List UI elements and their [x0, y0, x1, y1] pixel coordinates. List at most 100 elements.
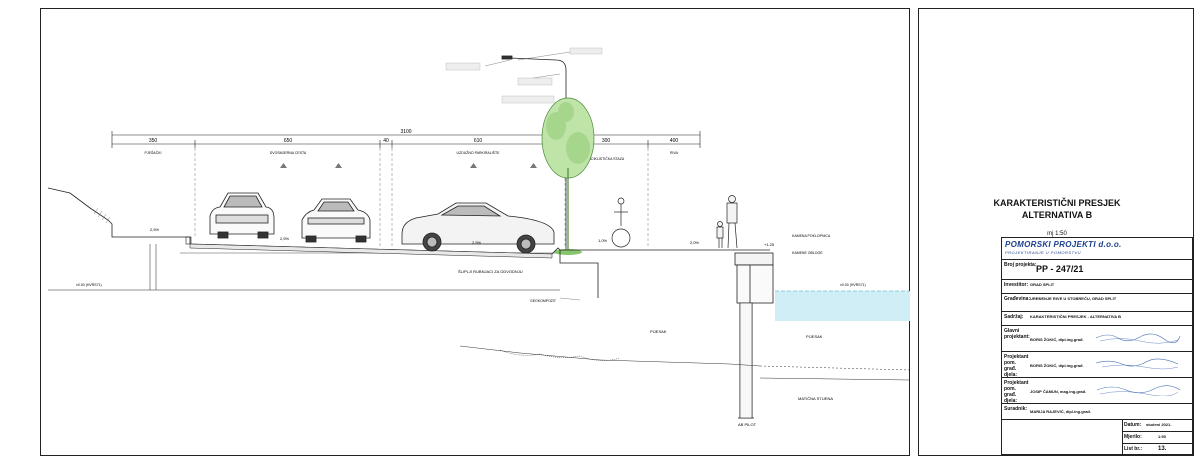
label-ab-pilot: AB PILOT [738, 422, 757, 427]
traffic-sign-icon-4 [530, 163, 537, 168]
car-3 [401, 202, 555, 254]
date-label: Datum: [1124, 422, 1142, 428]
project-number: PP - 247/21 [1036, 264, 1084, 274]
building-label: Građevina: [1004, 296, 1031, 302]
associate-label: Suradnik: [1004, 406, 1028, 412]
label-kota-3: +1.25 [764, 242, 775, 247]
main-designer-value: BORIS ŽOKIĆ, dipl.ing.građ. [1030, 337, 1084, 342]
tree-icon [541, 97, 595, 255]
label-pijesak: PIJESAK [650, 329, 667, 334]
lamp-callout-block-1 [445, 62, 481, 71]
sheet-number-value: 13. [1158, 446, 1167, 452]
signature-stamp-2 [1095, 358, 1179, 370]
lamp-callout-block-2 [517, 77, 553, 86]
dim-2: 650 [284, 138, 293, 144]
sheet-title-line-1: KARAKTERISTIČNI PRESJEK [993, 198, 1121, 208]
tb-divider [1122, 420, 1123, 456]
designer1-label: Projektant pom. građ. djela: [1004, 354, 1029, 378]
dim-total: 3100 [400, 129, 411, 135]
drawing-frame [40, 8, 910, 456]
dim-3: 40 [383, 138, 389, 144]
dim-5: 300 [602, 138, 611, 144]
pile [739, 302, 753, 419]
label-slope-5: 2,0% [690, 240, 700, 245]
zone-label-6: RIVA [670, 151, 679, 155]
zone-label-3: UZDUŽNO PARKIRALIŠTE [457, 150, 501, 155]
dim-4: 610 [474, 138, 483, 144]
pedestrian-icon [716, 195, 738, 249]
title-sheet-frame: KARAKTERISTIČNI PRESJEK ALTERNATIVA B mj… [918, 8, 1194, 456]
traffic-sign-icon-2 [335, 163, 342, 168]
road-layers [189, 243, 553, 259]
sheet-scale: mj 1:50 [1047, 231, 1067, 237]
main-designer-label: Glavni projektant: [1004, 328, 1030, 340]
tb-designer2-row: Projektant pom. građ. djela: JOSIP ČAMUN… [1002, 378, 1192, 404]
lamp-callout-block-3 [501, 95, 555, 104]
lamp-callout-block-4 [569, 47, 603, 55]
sheet-number-label: List br.: [1124, 446, 1143, 452]
building-value: UREĐENJE RIVE U STOBREČU, GRAD SPLIT [1030, 296, 1117, 301]
sea-water [775, 291, 910, 321]
designer1-value: BORIS ŽOKIĆ, dipl.ing.građ. [1030, 363, 1084, 368]
label-rubnjaci: ŠLIPLJI RUBNJACI ZA ODVODNJU [458, 269, 523, 274]
zone-label-2: DVOSMJERNA CESTA [270, 151, 307, 155]
tb-investor-row: Investitor: GRAD SPLIT [1002, 280, 1192, 294]
scale-label: Mjerilo: [1124, 434, 1142, 440]
label-geokompozit: GEOKOMPOZIT [530, 299, 557, 303]
curb [185, 236, 192, 245]
traffic-sign-icon-3 [470, 163, 477, 168]
tb-designer1-row: Projektant pom. građ. djela: BORIS ŽOKIĆ… [1002, 352, 1192, 378]
geokompozit-leader [559, 297, 581, 301]
car-1 [209, 192, 275, 239]
tb-date-row: Datum: studeni 2021. [1122, 420, 1194, 432]
designer2-value: JOSIP ČAMUN, mag.ing.građ. [1030, 389, 1087, 394]
tb-content-row: Sadržaj: KARAKTERISTIČNI PRESJEK - ALTER… [1002, 312, 1192, 326]
tb-building-row: Građevina: UREĐENJE RIVE U STOBREČU, GRA… [1002, 294, 1192, 312]
content-label: Sadržaj: [1004, 314, 1024, 320]
traffic-sign-icon [280, 163, 287, 168]
dimension-lines [111, 131, 701, 148]
car-2 [301, 198, 371, 243]
title-block: POMORSKI PROJEKTI d.o.o. PROJEKTIRANJE U… [1001, 237, 1194, 456]
sheet-title: KARAKTERISTIČNI PRESJEK ALTERNATIVA B [919, 197, 1195, 221]
associate-value: MARIJA RAJEVIĆ, dipl.ing.građ. [1030, 409, 1091, 414]
investor-label: Investitor: [1004, 282, 1029, 288]
signature-stamp-3 [1096, 385, 1181, 396]
label-slope-2: 2,5% [280, 236, 290, 241]
cyclist-icon [611, 197, 631, 248]
investor-value: GRAD SPLIT [1030, 282, 1055, 287]
scale-value: 1:50 [1158, 434, 1167, 439]
label-kamena-poklopnica: KAMENA POKLOPNICA [792, 234, 831, 238]
zone-label-5: BICIKLISTIČKA STAZA [588, 156, 625, 161]
label-slope-1: 2,5% [150, 227, 160, 232]
dim-6: 400 [670, 138, 679, 144]
embankment-hatch [93, 207, 111, 224]
label-slope-4: 1,0% [598, 238, 608, 243]
tb-sheet-row: List br.: 13. [1122, 444, 1194, 455]
label-slope-3: 2,5% [472, 240, 482, 245]
sheet-title-line-2: ALTERNATIVA B [1021, 210, 1093, 220]
label-pijesak-2: PIJESAK [806, 334, 823, 339]
company-name: POMORSKI PROJEKTI d.o.o. [1005, 240, 1122, 249]
content-value: KARAKTERISTIČNI PRESJEK - ALTERNATIVA B [1030, 314, 1122, 319]
tb-scale-row: Mjerilo: 1:50 [1122, 432, 1194, 444]
tb-company-row: POMORSKI PROJEKTI d.o.o. PROJEKTIRANJE U… [1002, 238, 1192, 260]
dim-1: 350 [149, 138, 158, 144]
tb-associate-row: Suradnik: MARIJA RAJEVIĆ, dipl.ing.građ. [1002, 404, 1192, 420]
signature-stamp [1095, 333, 1181, 344]
label-maticna-stijena: MATIČNA STIJENA [798, 396, 833, 401]
zone-label-1: PJEŠAČKI [145, 150, 162, 155]
label-kota-1: ±0.00 (HVRS71) [76, 283, 102, 287]
label-kamene-obloge: KAMENE OBLOGE [792, 251, 823, 255]
lamp-callouts [484, 51, 571, 81]
project-label: Broj projekta: [1004, 262, 1037, 268]
tb-main-designer-row: Glavni projektant: BORIS ŽOKIĆ, dipl.ing… [1002, 326, 1192, 352]
company-subtitle: PROJEKTIRANJE U POMORSTVU [1005, 250, 1082, 255]
cross-section-drawing: 3100 350 650 40 610 300 400 PJEŠAČKI DVO… [47, 47, 910, 427]
designer2-label: Projektant pom. građ. djela: [1004, 380, 1029, 404]
tb-project-row: Broj projekta: PP - 247/21 [1002, 260, 1192, 280]
seabed [459, 345, 910, 381]
label-kota-2: ±0.00 (HVRS71) [840, 283, 866, 287]
date-value: studeni 2021. [1146, 422, 1172, 427]
